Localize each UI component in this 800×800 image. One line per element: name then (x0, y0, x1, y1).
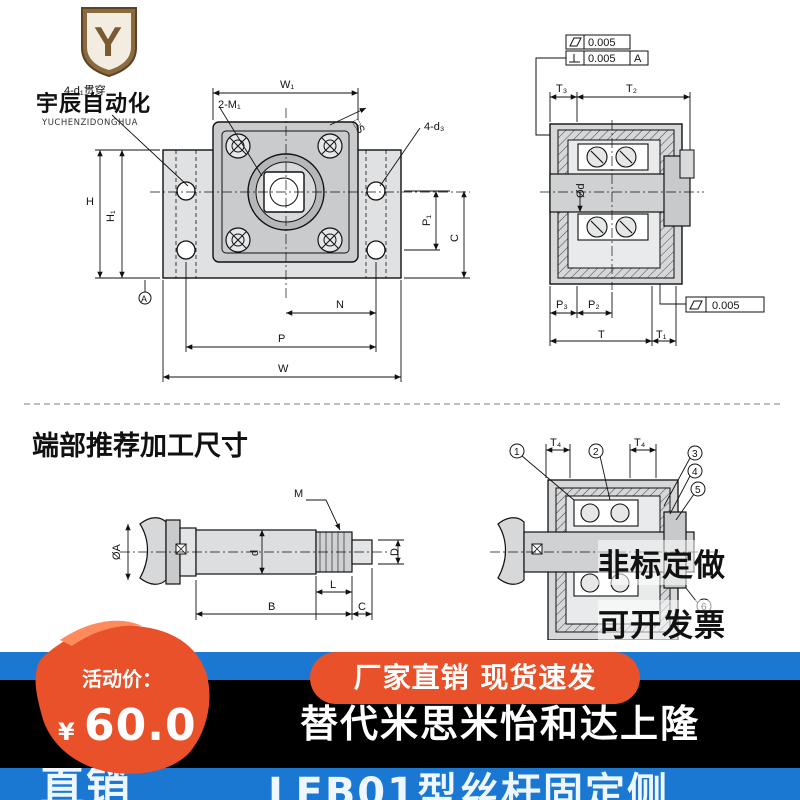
label-W1: W₁ (280, 79, 294, 91)
price-symbol: ¥ (58, 718, 75, 746)
svg-text:A: A (141, 294, 147, 304)
brand-pinyin: YUCHENZIDONGHUA (42, 118, 138, 128)
label-T: T (598, 329, 605, 341)
promo-title: 替代米思米怡和达上隆 (299, 702, 700, 746)
bearing-pair (577, 143, 649, 241)
label-d1-cluster: 4-d₁贯穿 (60, 82, 180, 134)
label-d: Ød (575, 183, 587, 198)
label-N: N (336, 299, 344, 311)
svg-text:0.005: 0.005 (712, 300, 740, 312)
label-P2: P₂ (588, 299, 600, 311)
label-P: P (278, 333, 285, 345)
shaft-end-view: M ØA d D L B C (111, 488, 404, 620)
label-A: ØA (111, 543, 123, 560)
label-B: B (268, 601, 275, 613)
svg-text:A: A (634, 53, 642, 65)
section-title: 端部推荐加工尺寸 (32, 431, 248, 462)
label-d3: 4-d₃ (424, 121, 444, 133)
top-view: W₁ 2-M₁ 4-d₃ H H₁ P₁ C N P W □S A (86, 79, 470, 382)
banner-ghost-right: LEB01型丝杆固定侧 (268, 770, 669, 800)
label-L: L (330, 579, 336, 591)
logo-letter: Y (94, 18, 122, 65)
label-D: D (389, 548, 401, 556)
callout-3: 3 (692, 449, 698, 460)
price-badge[interactable] (30, 620, 220, 780)
overlay-invoice: 可开发票 (598, 600, 726, 645)
label-P1: P₁ (421, 215, 433, 226)
label-shaft-d: d (249, 550, 261, 556)
label-W: W (278, 363, 289, 375)
label-H1: H₁ (105, 210, 117, 222)
boss-screws (225, 133, 343, 253)
price-label: 活动价： (82, 667, 162, 691)
tolerance-frame-top: 0.005 0.005 A (535, 34, 649, 136)
label-d1: 4-d₁贯穿 (64, 85, 106, 97)
label-M1: 2-M₁ (218, 99, 241, 111)
overlay-custom-made: 非标定做 (598, 540, 726, 585)
datum-A-symbol: A (138, 291, 152, 305)
tolerance-frame-bottom: 0.005 (685, 296, 765, 313)
label-T3: T₃ (556, 83, 567, 95)
label-shaft-C: C (358, 601, 366, 613)
mounting-holes (176, 181, 386, 260)
label-H: H (86, 196, 94, 208)
side-view: 0.005 0.005 A (535, 34, 765, 346)
callout-4: 4 (692, 467, 698, 478)
brand-logo: Y (78, 4, 140, 78)
label-M: M (294, 488, 303, 500)
brand-name: 宇辰自动化 (36, 92, 152, 117)
label-T4-left: T₄ (550, 437, 562, 449)
label-T2: T₂ (626, 83, 637, 95)
price-value: 60.0 (84, 700, 197, 751)
promo-pill[interactable]: 厂家直销 现货速发 (310, 652, 640, 704)
callout-5: 5 (695, 485, 701, 496)
label-T1: T₁ (656, 329, 667, 341)
callout-1: 1 (514, 447, 520, 458)
svg-text:0.005: 0.005 (588, 37, 616, 49)
callout-2: 2 (593, 447, 599, 458)
svg-text:0.005: 0.005 (588, 53, 616, 65)
label-P3: P₃ (556, 299, 568, 311)
label-T4-right: T₄ (634, 437, 646, 449)
label-C: C (449, 234, 461, 242)
inner-shaft (549, 173, 681, 213)
